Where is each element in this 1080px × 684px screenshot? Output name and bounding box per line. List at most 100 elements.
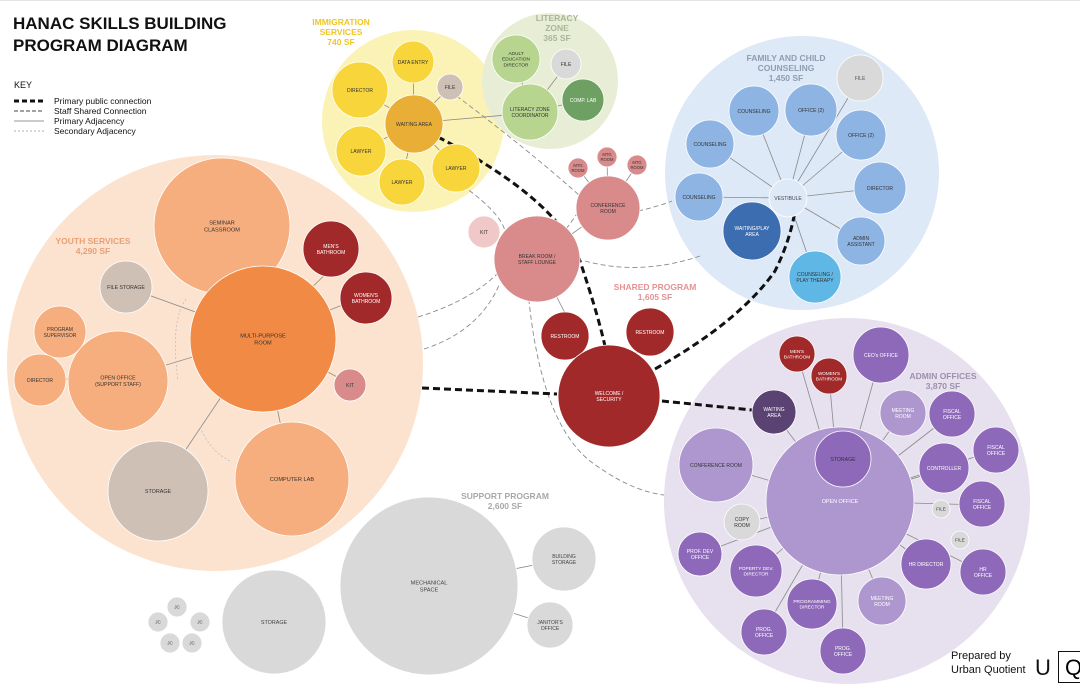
room-prog-office2: PROG.OFFICE	[819, 627, 867, 675]
room-storage-a: STORAGE	[814, 430, 872, 488]
room-label: WAITING/PLAY	[734, 226, 770, 232]
room-label: COMP. LAB	[570, 98, 597, 104]
room-property-dev: POPERTY DEV.DIRECTOR	[729, 544, 783, 598]
room-circle	[67, 330, 169, 432]
room-label: COUNSELING	[693, 142, 726, 148]
room-file-i: FILE	[436, 73, 464, 101]
shared-zone-name: SHARED PROGRAM	[614, 282, 697, 292]
room-label: OFFICE	[973, 505, 992, 511]
key-heading: KEY	[14, 80, 33, 90]
admin-zone-name: ADMIN OFFICES	[909, 371, 976, 381]
room-circle	[575, 175, 641, 241]
room-open-office-a: OPEN OFFICE	[765, 426, 915, 576]
room-label: DIRECTOR	[504, 62, 529, 68]
room-label: COMPUTER LAB	[270, 477, 314, 483]
room-label: KIT	[480, 230, 488, 236]
room-label: KIT	[346, 383, 354, 389]
staff-shared-connection	[449, 90, 581, 197]
room-label: (SUPPORT STAFF)	[95, 382, 141, 388]
room-office2a: OFFICE (2)	[784, 83, 838, 137]
room-circle	[900, 538, 952, 590]
room-label: STAFF LOUNGE	[518, 260, 557, 266]
room-circle	[674, 172, 724, 222]
credit: Prepared by Urban Quotient	[951, 649, 1026, 677]
room-label: RESTROOM	[636, 330, 665, 336]
room-label: FILE STORAGE	[107, 285, 145, 291]
zone-labels: YOUTH SERVICES 4,290 SF IMMIGRATION SERV…	[56, 13, 977, 511]
room-circle	[501, 83, 559, 141]
room-circle	[836, 54, 884, 102]
room-label: FILE	[955, 538, 965, 543]
room-label: OFFICE	[974, 573, 993, 579]
room-circle	[550, 48, 582, 80]
room-label: HR	[979, 567, 987, 573]
room-label: PROGRAMMING	[793, 599, 831, 605]
room-circle	[928, 390, 976, 438]
room-jc5: JC	[181, 632, 203, 654]
room-label: BATHROOM	[352, 299, 381, 305]
room-label: LITERACY ZONE	[510, 107, 550, 113]
key-label: Secondary Adjacency	[54, 125, 136, 136]
room-director-f: DIRECTOR	[853, 161, 907, 215]
room-restroom1: RESTROOM	[540, 311, 590, 361]
room-label: OFFICE	[834, 652, 853, 658]
room-data-entry: DATA ENTRY	[391, 40, 435, 84]
room-label: MECHANICAL	[411, 581, 448, 587]
room-comp-lab: COMP. LAB	[561, 78, 605, 122]
room-circle	[972, 426, 1020, 474]
room-label: PROG.	[756, 627, 772, 633]
room-label: MEETING	[892, 408, 915, 414]
room-label: AREA	[767, 413, 781, 419]
room-label: ADMIN	[853, 236, 870, 242]
room-label: WOMEN'S	[354, 293, 379, 299]
room-counseling-play: COUNSELING /PLAY THERAPY	[788, 250, 842, 304]
room-label: STORAGE	[145, 489, 172, 495]
room-circle	[819, 627, 867, 675]
public-connection	[421, 386, 558, 396]
room-jc1: JC	[166, 596, 188, 618]
room-label: POPERTY DEV.	[739, 566, 774, 572]
room-circle	[491, 34, 541, 84]
room-circle	[234, 421, 350, 537]
room-label: FILE	[445, 85, 456, 91]
immigration-zone-name: IMMIGRATION	[312, 17, 369, 27]
room-circle	[431, 143, 481, 193]
room-label: OFFICE (2)	[848, 133, 874, 139]
room-label: DIRECTOR	[867, 186, 893, 192]
room-circle	[335, 125, 387, 177]
room-counseling1: COUNSELING	[728, 85, 780, 137]
public-connection	[654, 210, 797, 371]
room-label: ROOM	[254, 340, 272, 346]
room-circle	[339, 496, 519, 676]
room-label: CONTROLLER	[927, 466, 962, 472]
room-circles: SEMINARCLASSROOMMEN'SBATHROOMWOMEN'SBATH…	[13, 34, 1020, 676]
room-circle	[147, 611, 169, 633]
room-kit-y: KIT	[333, 368, 367, 402]
room-circle	[852, 326, 910, 384]
literacy-zone-name: LITERACY	[536, 13, 579, 23]
room-label: COUNSELING	[737, 109, 770, 115]
room-circle	[814, 430, 872, 488]
staff-shared-connection	[584, 255, 701, 268]
room-waiting-i: WAITING AREA	[384, 94, 444, 154]
room-label: SUPERVISOR	[44, 333, 77, 339]
literacy-zone-sf: 365 SF	[543, 33, 570, 43]
room-circle	[751, 389, 797, 435]
room-circle	[685, 119, 735, 169]
thick-dashed-line-icon	[14, 99, 44, 102]
room-label: WAITING	[763, 407, 784, 413]
room-computer-lab: COMPUTER LAB	[234, 421, 350, 537]
room-circle	[493, 215, 581, 303]
room-label: VESTIBULE	[774, 196, 802, 202]
key-item-staff-shared: Staff Shared Connection	[14, 105, 146, 116]
room-circle	[853, 161, 907, 215]
room-lawyer1: LAWYER	[335, 125, 387, 177]
